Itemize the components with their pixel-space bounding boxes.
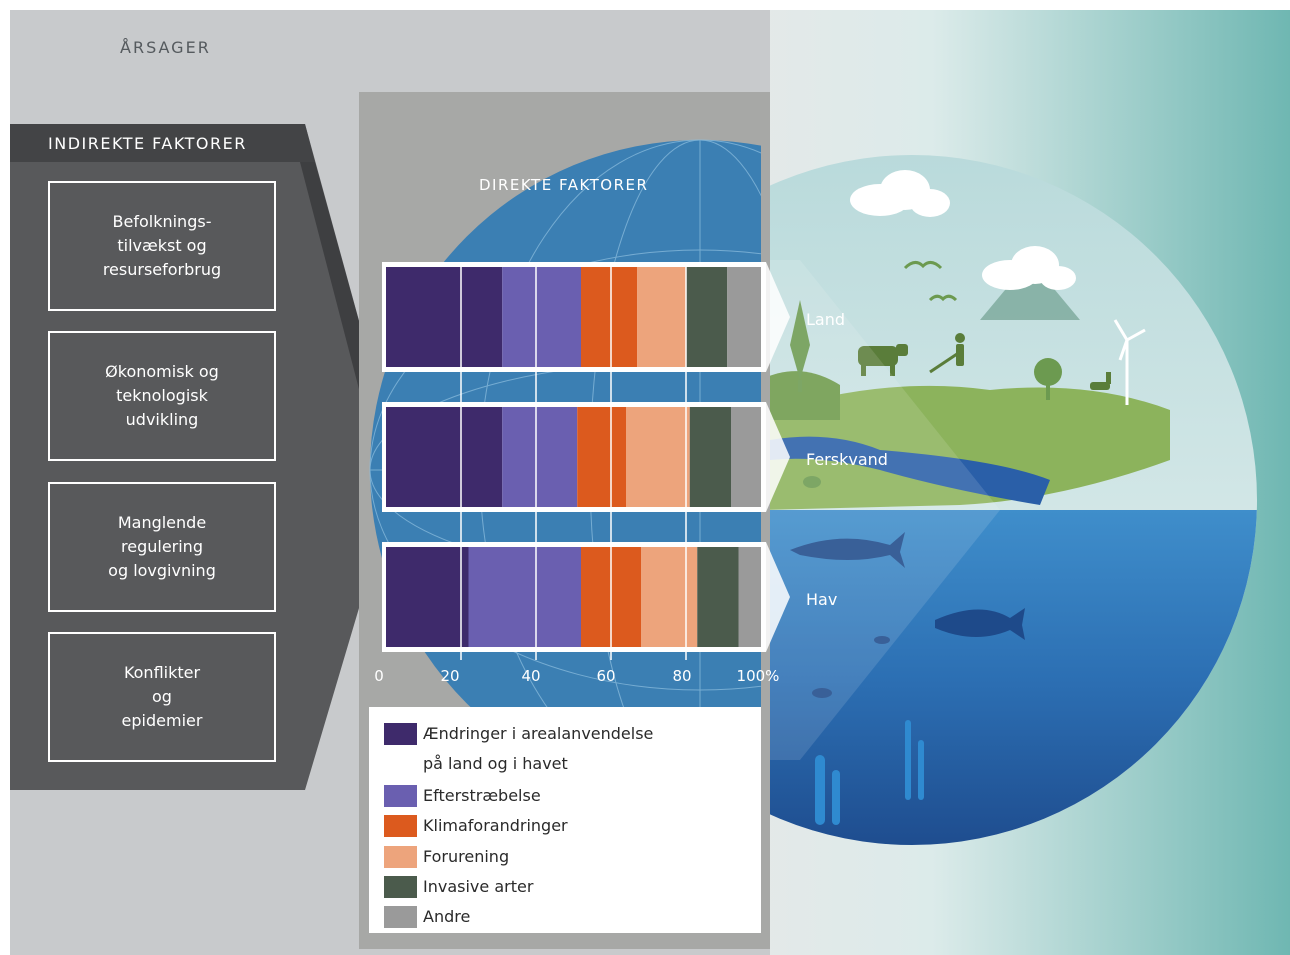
bar-segment bbox=[727, 267, 761, 367]
bar-segment bbox=[468, 547, 581, 647]
legend-label: Andre bbox=[423, 907, 471, 926]
indirect-factors-title: INDIREKTE FAKTORER bbox=[48, 134, 247, 153]
legend-item-other: Andre bbox=[384, 906, 470, 928]
legend-swatch bbox=[384, 846, 417, 868]
fish-icon bbox=[812, 608, 1025, 698]
coral-icon bbox=[815, 720, 924, 825]
farmer-icon bbox=[929, 333, 965, 374]
legend-item-pollution: Forurening bbox=[384, 846, 509, 868]
bar-segment bbox=[502, 407, 578, 507]
legend-label: Ændringer i arealanvendelse på land og i… bbox=[423, 724, 654, 773]
bar-segment bbox=[386, 407, 503, 507]
legend-label: Efterstræbelse bbox=[423, 786, 541, 805]
indirect-factor-population: Befolknings- tilvækst og resurseforbrug bbox=[48, 181, 276, 311]
bar-segment bbox=[386, 547, 469, 647]
x-tick-label: 100% bbox=[736, 667, 780, 685]
bar-segment bbox=[697, 547, 739, 647]
chart-legend: Ændringer i arealanvendelse på land og i… bbox=[369, 707, 761, 933]
tree-icon bbox=[790, 300, 1062, 400]
x-tick-label: 20 bbox=[440, 667, 460, 685]
bar-segment bbox=[738, 547, 761, 647]
bar-segment bbox=[502, 267, 581, 367]
legend-swatch bbox=[384, 785, 417, 807]
x-tick-label: 0 bbox=[374, 667, 384, 685]
deer-icon bbox=[1090, 372, 1111, 390]
legend-swatch bbox=[384, 906, 417, 928]
bar-segment bbox=[641, 547, 698, 647]
category-label-ferskvand: Ferskvand bbox=[806, 450, 888, 469]
bar-segment bbox=[686, 267, 728, 367]
x-tick-label: 60 bbox=[596, 667, 616, 685]
cloud-icon bbox=[850, 170, 1076, 290]
x-gridlines bbox=[460, 262, 687, 660]
legend-item-invasive: Invasive arter bbox=[384, 876, 533, 898]
legend-swatch bbox=[384, 876, 417, 898]
bar-segment bbox=[386, 267, 503, 367]
legend-swatch bbox=[384, 815, 417, 837]
indirect-factors-header-bar bbox=[10, 124, 315, 162]
legend-label: Klimaforandringer bbox=[423, 816, 568, 835]
bar-segment bbox=[689, 407, 731, 507]
cow-icon bbox=[858, 344, 908, 376]
legend-item-land-use: Ændringer i arealanvendelse på land og i… bbox=[384, 723, 653, 773]
bar-segment bbox=[626, 407, 690, 507]
legend-swatch bbox=[384, 723, 417, 745]
bar-segment bbox=[577, 407, 626, 507]
shark-icon bbox=[790, 532, 905, 568]
legend-item-exploitation: Efterstræbelse bbox=[384, 785, 541, 807]
page-title: ÅRSAGER bbox=[120, 38, 211, 57]
stacked-bars bbox=[386, 267, 761, 647]
category-label-land: Land bbox=[806, 310, 846, 329]
frog-icon bbox=[803, 476, 821, 488]
legend-label: Forurening bbox=[423, 847, 510, 866]
connector-wedge bbox=[760, 260, 1000, 760]
x-tick-label: 80 bbox=[672, 667, 692, 685]
bar-segment bbox=[637, 267, 686, 367]
direct-factors-title: DIREKTE FAKTORER bbox=[479, 176, 649, 194]
indirect-factor-conflicts: Konflikter og epidemier bbox=[48, 632, 276, 762]
indirect-factor-regulation: Manglende regulering og lovgivning bbox=[48, 482, 276, 612]
bird-icon bbox=[903, 261, 958, 302]
category-label-hav: Hav bbox=[806, 590, 838, 609]
legend-item-climate: Klimaforandringer bbox=[384, 815, 568, 837]
bar-segment bbox=[581, 267, 638, 367]
indirect-factors-panel bbox=[10, 124, 400, 790]
indirect-factor-economy: Økonomisk og teknologisk udvikling bbox=[48, 331, 276, 461]
x-tick-label: 40 bbox=[521, 667, 541, 685]
wind-turbine-icon bbox=[1113, 319, 1146, 405]
bar-segment bbox=[731, 407, 761, 507]
legend-label: Invasive arter bbox=[423, 877, 534, 896]
